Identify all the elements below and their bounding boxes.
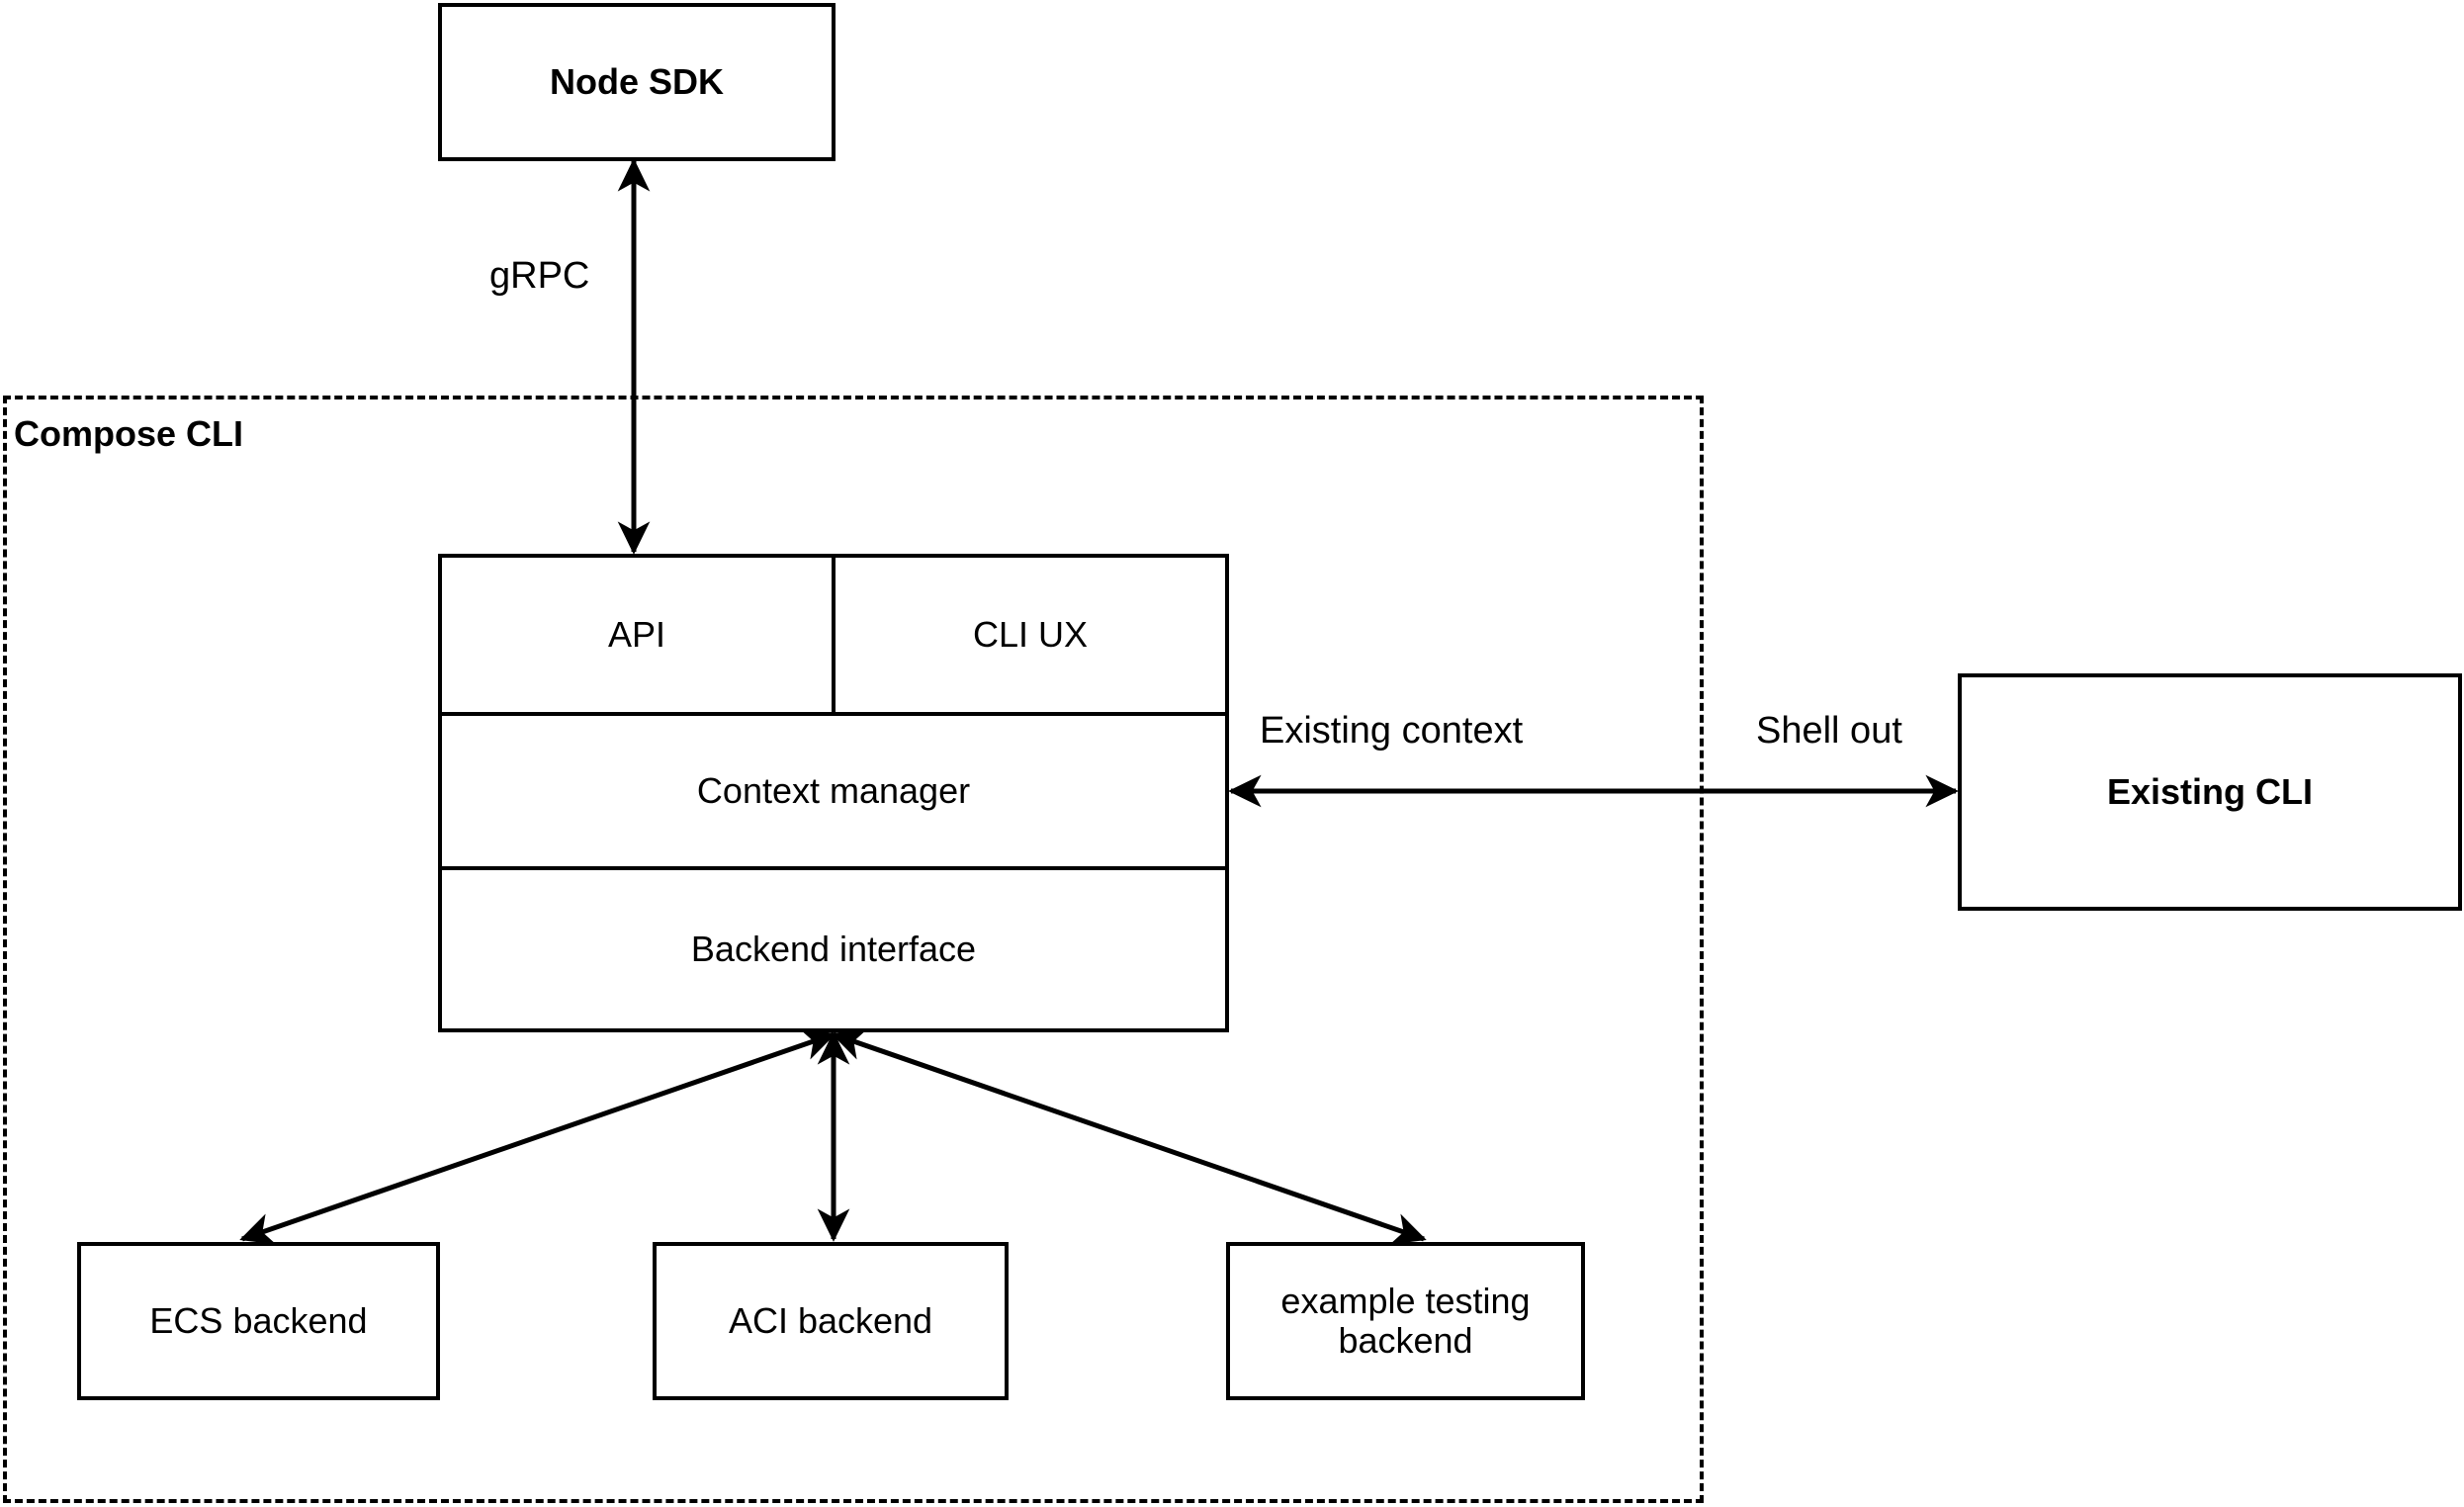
edge-label-existing-context: Existing context	[1260, 710, 1524, 752]
example-testing-backend-label-line1: example testing	[1280, 1280, 1531, 1321]
edge-label-shell-out: Shell out	[1756, 710, 1902, 752]
existing-cli-box[interactable]: Existing CLI	[1958, 673, 2462, 911]
api-cell[interactable]: API	[442, 558, 836, 712]
example-testing-backend-label-line2: backend	[1338, 1320, 1473, 1361]
ecs-backend-box[interactable]: ECS backend	[77, 1242, 440, 1400]
stack-row-context-manager: Context manager	[442, 716, 1225, 870]
node-sdk-label: Node SDK	[549, 60, 724, 102]
compose-cli-group-label: Compose CLI	[14, 413, 244, 454]
compose-cli-core-stack: API CLI UX Context manager Backend inter…	[438, 554, 1229, 1032]
cli-ux-cell[interactable]: CLI UX	[836, 558, 1225, 712]
context-manager-cell[interactable]: Context manager	[442, 716, 1225, 866]
aci-backend-box[interactable]: ACI backend	[653, 1242, 1009, 1400]
node-sdk-box[interactable]: Node SDK	[438, 3, 836, 161]
api-label: API	[607, 614, 666, 655]
context-manager-label: Context manager	[696, 770, 971, 811]
cli-ux-label: CLI UX	[972, 614, 1089, 655]
backend-interface-cell[interactable]: Backend interface	[442, 870, 1225, 1028]
backend-interface-label: Backend interface	[690, 929, 977, 969]
aci-backend-label: ACI backend	[728, 1299, 933, 1341]
compose-cli-group-boundary	[3, 396, 1704, 1503]
edge-label-grpc: gRPC	[489, 255, 590, 297]
example-testing-backend-box[interactable]: example testing backend	[1226, 1242, 1585, 1400]
existing-cli-label: Existing CLI	[2106, 770, 2314, 812]
stack-row-api-cliux: API CLI UX	[442, 558, 1225, 716]
ecs-backend-label: ECS backend	[149, 1299, 368, 1341]
stack-row-backend-interface: Backend interface	[442, 870, 1225, 1028]
